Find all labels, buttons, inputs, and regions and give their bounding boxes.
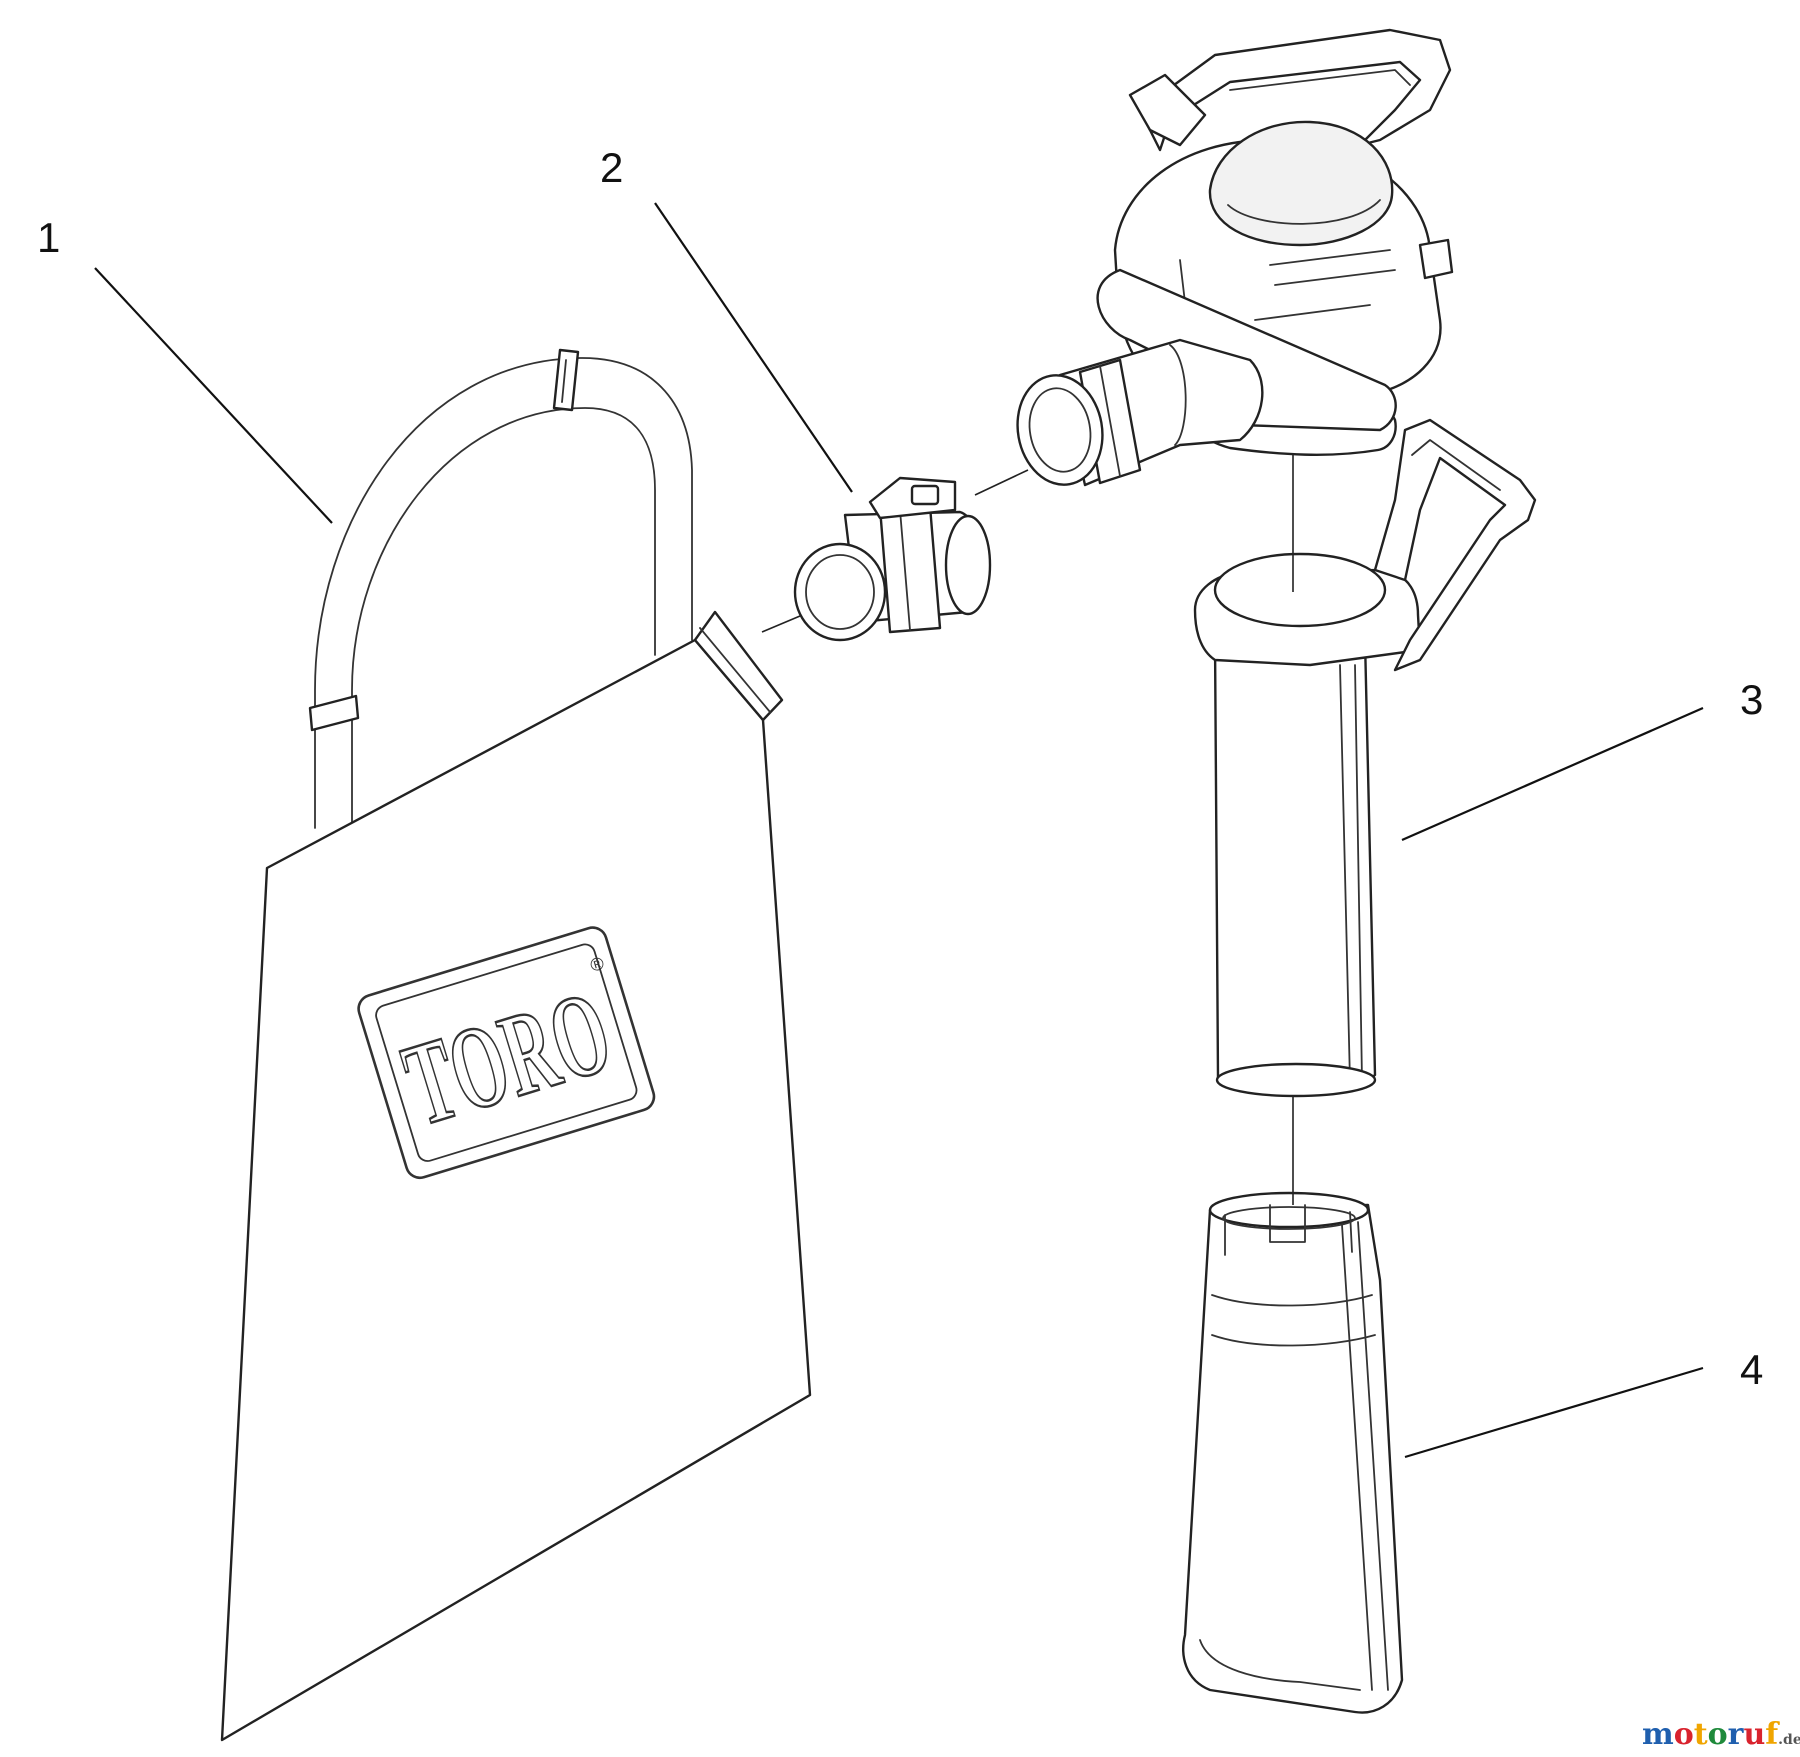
adapter-front-opening (793, 542, 887, 642)
callout-label-1: 1 (37, 214, 60, 261)
watermark-letter: o (1674, 1717, 1694, 1752)
callout-4: 4 (1404, 1346, 1763, 1459)
watermark-letter: t (1694, 1717, 1708, 1752)
watermark-logo: motoruf.de (1642, 1717, 1800, 1752)
callout-label-3: 3 (1740, 676, 1763, 723)
leader-line-4 (1404, 1366, 1704, 1459)
registered-mark: ® (588, 953, 607, 976)
upper-tube-body (1213, 638, 1377, 1091)
watermark-letter: f (1765, 1717, 1780, 1752)
strap-clip-top (552, 348, 580, 412)
brand-plaque: TORO ® (357, 926, 656, 1180)
leader-line-1 (94, 267, 333, 524)
watermark-letter: u (1743, 1717, 1765, 1752)
callout-3: 3 (1401, 676, 1763, 842)
callout-label-4: 4 (1740, 1346, 1763, 1393)
callout-2: 2 (600, 144, 853, 493)
motor-dome (1208, 120, 1394, 247)
upper-tube-bail (1373, 418, 1537, 672)
adapter-collar (878, 504, 942, 634)
callout-label-2: 2 (600, 144, 623, 191)
bag-flap (693, 610, 784, 722)
strap-loop (308, 694, 360, 732)
watermark-letter: o (1708, 1717, 1728, 1752)
bag-body (220, 638, 812, 1742)
blower-unit (1016, 28, 1454, 487)
lower-nozzle-top-rim (1208, 1191, 1370, 1229)
lower-nozzle-body (1182, 1203, 1404, 1714)
collection-bag: TORO ® (220, 348, 812, 1742)
adapter (793, 476, 992, 642)
watermark-suffix: .de (1778, 1732, 1800, 1748)
callout-1: 1 (37, 214, 333, 524)
upper-tube (1193, 418, 1537, 1098)
bag-strap-inner (351, 407, 656, 826)
upper-tube-bottom-rim (1215, 1062, 1377, 1098)
assembly-axes (761, 453, 1294, 1205)
leader-line-3 (1401, 706, 1704, 842)
upper-tube-inlet (1213, 552, 1387, 628)
blower-switch (1128, 73, 1207, 147)
lower-nozzle (1182, 1191, 1404, 1714)
leader-line-2 (654, 202, 853, 493)
watermark-letter: m (1642, 1717, 1674, 1752)
bag-strap-outer (314, 357, 693, 829)
watermark-letter: r (1728, 1717, 1745, 1752)
